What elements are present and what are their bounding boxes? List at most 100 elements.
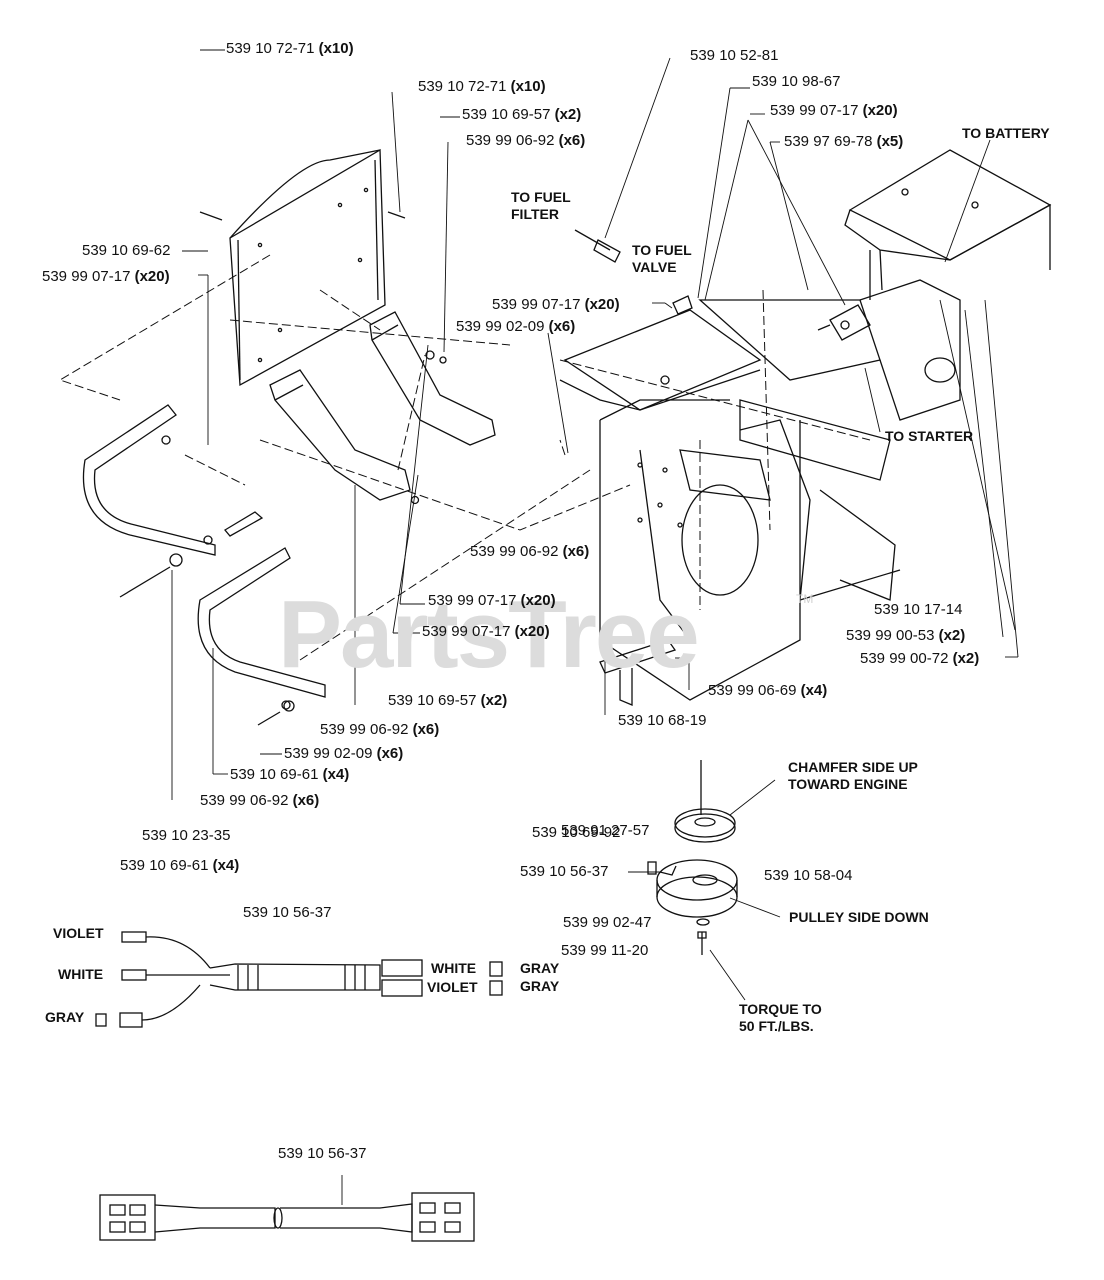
part-label: 539 10 52-81 — [690, 47, 778, 64]
part-label: 539 97 69-78 (x5) — [784, 133, 903, 150]
part-label: 539 10 56-37 — [278, 1145, 366, 1162]
part-qty: (x6) — [562, 543, 590, 560]
part-label: 539 99 07-17 (x20) — [42, 268, 170, 285]
part-qty: (x2) — [952, 650, 980, 667]
part-number: 539 99 06-92 — [470, 543, 559, 560]
part-label: 539 99 07-17 (x20) — [422, 623, 550, 640]
part-number: 539 10 72-71 — [418, 78, 507, 95]
callout-line: CHAMFER SIDE UP — [788, 759, 918, 775]
part-number: 539 10 58-04 — [764, 867, 853, 884]
callout-to-starter: TO STARTER — [885, 428, 974, 444]
part-label: 539 99 06-69 (x4) — [708, 682, 827, 699]
battery-tray — [844, 149, 1052, 300]
part-label: 539 10 69-62 — [82, 242, 170, 259]
clutch-bolt — [696, 918, 710, 955]
part-number: 539 10 69-57 — [462, 106, 551, 123]
part-number: 539 10 17-14 — [874, 601, 963, 618]
callout-line: FILTER — [511, 206, 559, 222]
wire-harness-upper — [95, 931, 503, 1028]
wire-label-violet-right: VIOLET — [427, 979, 478, 995]
part-number: 539 97 69-78 — [784, 133, 873, 150]
part-qty: (x6) — [558, 132, 586, 149]
part-number: 539 99 06-69 — [708, 682, 797, 699]
part-number: 539 10 69-61 — [230, 766, 319, 783]
part-label: 539 99 06-92 (x6) — [466, 132, 585, 149]
part-label: 539 99 06-92 (x6) — [470, 543, 589, 560]
part-label: 539 99 07-17 (x20) — [492, 296, 620, 313]
part-label: 539 99 02-09 (x6) — [456, 318, 575, 335]
chassis-frame — [559, 279, 961, 701]
part-label: 539 10 56-37 — [243, 904, 331, 921]
callout-to-battery: TO BATTERY — [962, 125, 1050, 141]
part-number: 539 10 23-35 — [142, 827, 231, 844]
callout-line: TO FUEL — [632, 242, 692, 258]
callout-line: 50 FT./LBS. — [739, 1018, 814, 1034]
part-qty: (x10) — [318, 40, 354, 57]
part-number: 539 10 69-61 — [120, 857, 209, 874]
part-label: 539 99 06-92 (x6) — [200, 792, 319, 809]
part-label: 539 99 11-20 — [561, 942, 648, 959]
part-number: 539 10 68-19 — [618, 712, 707, 729]
part-label: 539 99 07-17 (x20) — [428, 592, 556, 609]
bar-bracket-upper — [82, 404, 264, 556]
part-label: 539 99 00-53 (x2) — [846, 627, 965, 644]
callout-line: VALVE — [632, 259, 677, 275]
clip-small — [672, 295, 693, 315]
wire-label-white-right: WHITE — [431, 960, 477, 976]
part-label: 539 99 02-47 — [563, 914, 651, 931]
part-number: 539 99 11-20 — [561, 942, 649, 959]
bar-bracket-lower — [197, 547, 326, 710]
part-qty: (x20) — [514, 623, 550, 640]
part-label: 539 10 72-71 (x10) — [226, 40, 354, 57]
support-bracket — [599, 639, 677, 706]
part-number: 539 91 27-57 — [561, 822, 650, 839]
part-number: 539 99 07-17 — [42, 268, 131, 285]
part-qty: (x4) — [322, 766, 350, 783]
wire-harness-lower — [99, 1192, 475, 1242]
part-label: 539 10 17-14 — [874, 601, 962, 618]
callout-line: TORQUE TO — [739, 1001, 822, 1017]
trademark-mark: TM — [796, 592, 814, 606]
part-label: 539 99 00-72 (x2) — [860, 650, 979, 667]
callout-line: TO FUEL — [511, 189, 571, 205]
z-bracket-left — [269, 369, 420, 505]
part-number: 539 99 02-09 — [456, 318, 545, 335]
z-bracket-right — [369, 311, 496, 446]
part-qty: (x20) — [520, 592, 556, 609]
parts-tree-watermark: PartsTree — [278, 581, 700, 688]
part-number: 539 99 02-09 — [284, 745, 373, 762]
part-qty: (x2) — [938, 627, 966, 644]
part-label: 539 10 58-04 — [764, 867, 852, 884]
bolts-left — [119, 553, 295, 726]
part-number: 539 10 56-37 — [520, 863, 609, 880]
part-qty: (x2) — [554, 106, 582, 123]
wire-label-gray-right-lower: GRAY — [520, 978, 560, 994]
part-number: 539 10 69-57 — [388, 692, 477, 709]
part-label: 539 10 69-92 — [532, 824, 620, 841]
part-number: 539 99 06-92 — [200, 792, 289, 809]
part-qty: (x6) — [292, 792, 320, 809]
part-number: 539 99 02-47 — [563, 914, 652, 931]
part-label: 539 99 02-09 (x6) — [284, 745, 403, 762]
part-qty: (x4) — [212, 857, 240, 874]
wire-label-white: WHITE — [58, 966, 104, 982]
part-qty: (x4) — [800, 682, 828, 699]
part-label: 539 99 07-17 (x20) — [770, 102, 898, 119]
callout-pulley-side-down: PULLEY SIDE DOWN — [789, 909, 929, 925]
part-label: 539 10 23-35 — [142, 827, 230, 844]
part-qty: (x6) — [376, 745, 404, 762]
part-number: 539 10 56-37 — [278, 1145, 367, 1162]
part-number: 539 99 07-17 — [492, 296, 581, 313]
part-number: 539 99 00-72 — [860, 650, 949, 667]
part-label: 539 91 27-57 — [561, 822, 649, 839]
wire-label-gray-right-upper: GRAY — [520, 960, 560, 976]
part-label: 539 10 98-67 — [752, 73, 840, 90]
part-qty: (x20) — [584, 296, 620, 313]
part-label: 539 10 68-19 — [618, 712, 706, 729]
part-qty: (x20) — [134, 268, 170, 285]
